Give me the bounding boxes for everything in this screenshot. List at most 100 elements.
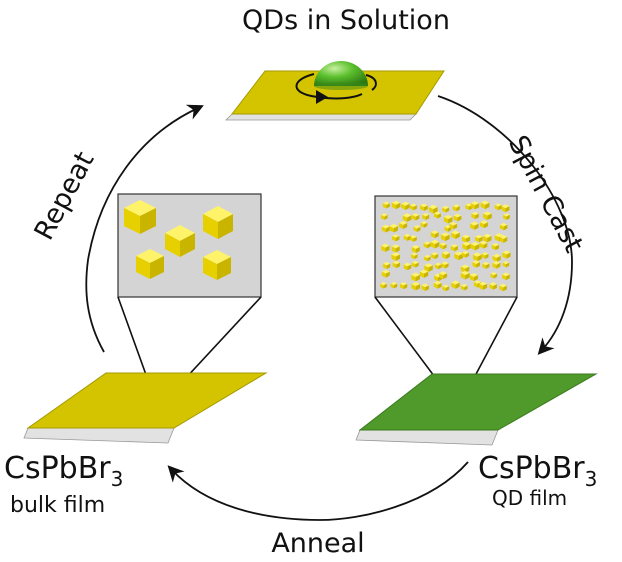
quantum-dot — [382, 201, 390, 209]
quantum-dot — [411, 281, 421, 291]
quantum-dot — [422, 213, 430, 221]
quantum-dot — [494, 203, 502, 211]
quantum-dot — [383, 261, 391, 270]
quantum-dot — [430, 239, 440, 249]
top-label: QDs in Solution — [242, 5, 450, 36]
quantum-dot — [411, 260, 419, 268]
quantum-dot — [470, 221, 479, 230]
bulk-film-substrate — [23, 372, 268, 444]
quantum-dot — [401, 201, 410, 211]
quantum-dot — [461, 234, 471, 243]
quantum-dot — [470, 201, 480, 210]
quantum-dot — [400, 282, 408, 290]
quantum-dot — [444, 225, 452, 232]
bulk-crystal — [124, 200, 156, 234]
quantum-dot — [480, 220, 488, 229]
quantum-dot — [451, 280, 460, 289]
repeat-arrow — [85, 104, 204, 353]
quantum-dot — [492, 260, 501, 269]
quantum-dot — [434, 262, 442, 270]
quantum-dot — [441, 251, 450, 259]
anneal-arrow — [167, 461, 469, 521]
top-substrate — [225, 70, 445, 121]
quantum-dot — [491, 242, 500, 251]
quantum-dot — [440, 232, 450, 242]
quantum-dot — [471, 211, 479, 220]
quantum-dot — [403, 233, 411, 241]
quantum-dot — [380, 282, 387, 289]
quantum-dot — [462, 241, 471, 251]
quantum-dot — [413, 225, 421, 233]
quantum-dot — [433, 280, 442, 289]
quantum-dot — [391, 244, 400, 253]
quantum-dot — [454, 251, 464, 261]
quantum-dot — [411, 213, 420, 221]
quantum-dot — [443, 214, 453, 224]
quantum-dot — [424, 254, 431, 262]
quantum-dot — [453, 213, 462, 222]
quantum-dot — [501, 204, 510, 213]
quantum-dot — [409, 203, 417, 211]
quantum-dot — [392, 260, 401, 269]
quantum-dot — [439, 271, 448, 280]
quantum-dot — [451, 230, 460, 239]
quantum-dot — [403, 262, 412, 271]
bulk-crystal — [136, 249, 164, 279]
quantum-dot — [499, 222, 508, 231]
quantum-dot — [420, 203, 428, 212]
left-caption: bulk film — [10, 493, 105, 518]
quantum-dot — [460, 270, 470, 280]
spinning-droplet — [314, 61, 368, 90]
quantum-dot — [490, 272, 498, 279]
quantum-dots — [380, 200, 511, 292]
quantum-dot — [469, 273, 478, 282]
quantum-dot — [502, 272, 510, 281]
quantum-dot — [470, 241, 480, 251]
quantum-dot — [499, 235, 508, 243]
quantum-dot — [421, 283, 429, 292]
quantum-dot — [452, 204, 460, 212]
quantum-dot — [502, 250, 511, 259]
bulk-film-inset — [117, 193, 262, 409]
quantum-dot — [479, 241, 488, 249]
quantum-dot — [391, 252, 401, 261]
quantum-dot — [439, 242, 447, 250]
spin-cast-arrow — [437, 95, 573, 355]
quantum-dot — [450, 244, 458, 252]
bulk-crystal — [203, 250, 231, 280]
quantum-dot — [392, 234, 400, 242]
quantum-dot — [402, 213, 412, 222]
repeat-label: Repeat — [28, 147, 100, 245]
quantum-dot — [441, 261, 449, 269]
quantum-dot — [381, 243, 390, 252]
quantum-dot — [381, 269, 390, 278]
qd-film-substrate — [355, 373, 598, 446]
right-caption: QD film — [492, 486, 567, 510]
right-formula-subscript: 3 — [585, 467, 598, 491]
quantum-dot — [460, 283, 468, 291]
quantum-dot — [472, 252, 482, 262]
quantum-dot — [492, 253, 501, 262]
bulk-crystal — [165, 225, 195, 257]
left-formula: CsPbBr3 — [4, 451, 123, 491]
quantum-dot — [480, 200, 490, 210]
quantum-dot — [433, 211, 441, 219]
bulk-crystal — [203, 206, 233, 239]
quantum-dot — [399, 220, 408, 230]
quantum-dot — [411, 252, 418, 260]
quantum-dot — [410, 235, 417, 242]
quantum-dot — [391, 200, 401, 210]
quantum-dot — [462, 250, 469, 258]
quantum-dot — [442, 205, 450, 213]
quantum-dot — [502, 261, 510, 268]
quantum-dot — [503, 213, 510, 220]
left-formula-main: CsPbBr — [4, 451, 111, 486]
quantum-dot — [478, 281, 488, 290]
quantum-dot — [411, 272, 420, 282]
quantum-dot — [472, 260, 480, 268]
quantum-dot — [482, 233, 492, 243]
rotation-arrow-icon — [295, 73, 377, 104]
quantum-dot — [431, 252, 439, 260]
quantum-dot — [442, 284, 450, 292]
